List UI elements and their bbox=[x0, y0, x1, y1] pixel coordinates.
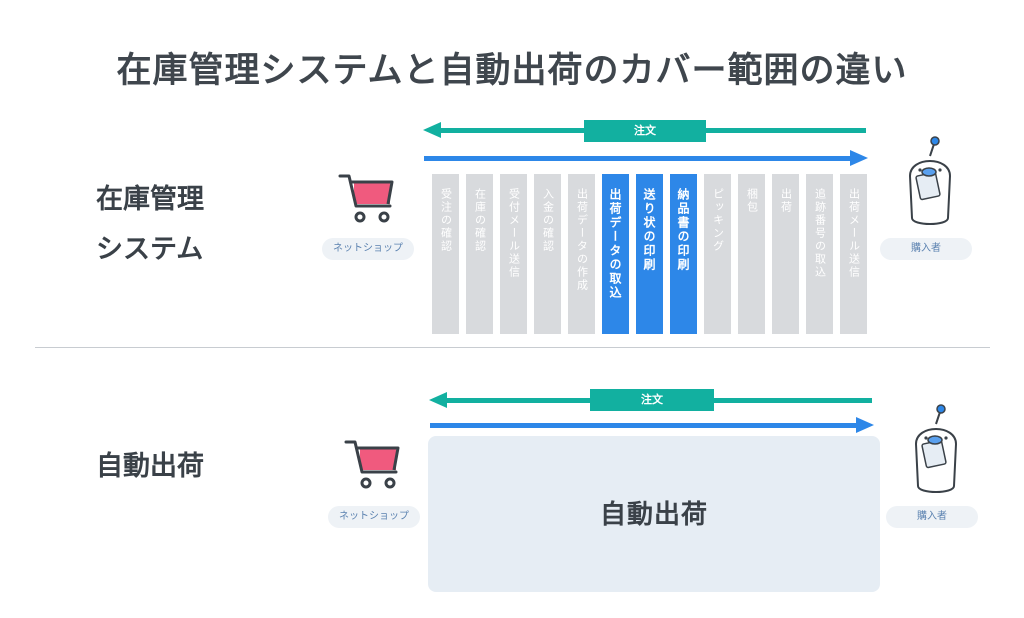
shopping-cart-icon bbox=[338, 174, 394, 223]
auto-section-label: 自動出荷 bbox=[96, 451, 204, 482]
shop-label: ネットショップ bbox=[322, 238, 414, 260]
flow-arrow-head bbox=[856, 417, 874, 433]
step-column: 追跡番号の取込 bbox=[806, 174, 833, 334]
step-column: 梱包 bbox=[738, 174, 765, 334]
step-column: 受付メール送信 bbox=[500, 174, 527, 334]
step-column: 出荷データの作成 bbox=[568, 174, 595, 334]
buyer-robot-icon bbox=[908, 136, 952, 225]
inventory-label-line1: 在庫管理 bbox=[96, 184, 204, 215]
order-tag: 注文 bbox=[590, 389, 714, 411]
step-column: 受注の確認 bbox=[432, 174, 459, 334]
buyer-label: 購入者 bbox=[880, 238, 972, 260]
inventory-section-label: 在庫管理 システム bbox=[96, 175, 204, 275]
buyer-robot-icon bbox=[914, 404, 958, 493]
inventory-label-line2: システム bbox=[96, 234, 204, 265]
step-column: 出荷メール送信 bbox=[840, 174, 867, 334]
order-arrow-head bbox=[429, 392, 447, 408]
order-tag: 注文 bbox=[584, 120, 706, 142]
order-arrow-head bbox=[423, 122, 441, 138]
buyer-label: 購入者 bbox=[886, 506, 978, 528]
step-column-covered: 納品書の印刷 bbox=[670, 174, 697, 334]
auto-shipping-box-label: 自動出荷 bbox=[599, 500, 708, 530]
flow-arrow bbox=[430, 423, 858, 428]
section-divider bbox=[35, 347, 990, 348]
step-column: 入金の確認 bbox=[534, 174, 561, 334]
auto-shipping-coverage-box: 自動出荷 bbox=[428, 436, 880, 592]
step-column: 出荷 bbox=[772, 174, 799, 334]
shopping-cart-icon bbox=[344, 440, 400, 489]
step-column: 在庫の確認 bbox=[466, 174, 493, 334]
step-column-covered: 送り状の印刷 bbox=[636, 174, 663, 334]
flow-arrow-head bbox=[850, 150, 868, 166]
step-column: ピッキング bbox=[704, 174, 731, 334]
step-column-covered: 出荷データの取込 bbox=[602, 174, 629, 334]
page-title: 在庫管理システムと自動出荷のカバー範囲の違い bbox=[116, 51, 908, 91]
shop-label: ネットショップ bbox=[328, 506, 420, 528]
flow-arrow bbox=[424, 156, 852, 161]
